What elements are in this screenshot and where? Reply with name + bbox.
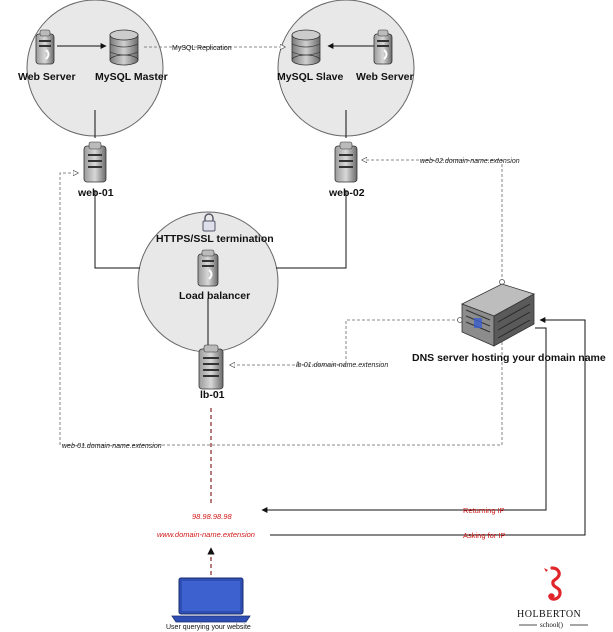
lb-01-server-icon xyxy=(198,344,224,390)
load-balancer-server-icon xyxy=(197,249,219,287)
web-02-label: web-02 xyxy=(328,187,365,199)
mysql-master-icon xyxy=(109,29,139,66)
dns-query-links xyxy=(261,317,586,536)
mysql-replication-label: MySQL Replication xyxy=(172,45,232,52)
lb-01-label: lb-01 xyxy=(200,389,225,401)
laptop-icon xyxy=(171,577,251,623)
brand-sub: school() xyxy=(540,621,564,629)
brand-name: HOLBERTON xyxy=(517,609,581,620)
solid-links xyxy=(57,43,377,345)
mysql-slave-label: MySQL Slave xyxy=(277,71,343,83)
web-01-label: web-01 xyxy=(77,187,114,199)
mysql-slave-icon xyxy=(291,29,321,66)
web-server-left-label: Web Server xyxy=(18,71,76,83)
dashed-links xyxy=(59,47,503,446)
web-01-domain-label: web-01.domain-name.extension xyxy=(62,443,162,450)
load-balancer-label: Load balancer xyxy=(179,290,250,302)
asking-ip-label: Asking for IP xyxy=(463,531,506,540)
holberton-logo-icon xyxy=(544,566,562,601)
web-server-left-icon xyxy=(35,29,55,65)
domain-label: www.domain-name.extension xyxy=(157,530,255,539)
dns-server-label: DNS server hosting your domain name xyxy=(412,352,606,364)
mysql-master-label: MySQL Master xyxy=(95,71,168,83)
web-01-server-icon xyxy=(83,141,107,183)
lock-icon xyxy=(202,213,216,232)
returning-ip-label: Returning IP xyxy=(463,506,505,515)
dns-server-icon xyxy=(461,283,536,347)
https-ssl-label: HTTPS/SSL termination xyxy=(156,233,274,245)
web-02-domain-label: web-02.domain-name.extension xyxy=(420,158,520,165)
web-server-right-label: Web Server xyxy=(356,71,414,83)
web-server-right-icon xyxy=(373,29,393,65)
lb-01-domain-label: lb-01.domain-name.extension xyxy=(296,362,388,369)
ip-address-label: 98.98.98.98 xyxy=(192,512,232,521)
web-02-server-icon xyxy=(334,141,358,183)
user-label: User querying your website xyxy=(166,624,251,631)
